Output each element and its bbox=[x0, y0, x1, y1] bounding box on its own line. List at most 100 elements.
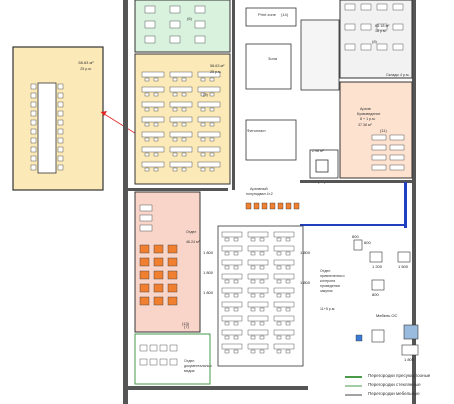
chair bbox=[233, 279, 239, 284]
chair bbox=[224, 307, 230, 312]
chair bbox=[285, 349, 291, 354]
desk bbox=[273, 245, 295, 252]
archive-room-sub2: 8 + 1 р.м. bbox=[360, 117, 376, 121]
chair bbox=[224, 321, 230, 326]
inset-conference-table bbox=[37, 82, 57, 174]
storage-label: Склады 4 р.м. bbox=[386, 73, 409, 77]
chair bbox=[153, 137, 159, 142]
chair bbox=[269, 202, 276, 210]
chair bbox=[172, 137, 178, 142]
desk bbox=[247, 301, 269, 308]
glass-wall bbox=[404, 182, 407, 228]
chair bbox=[276, 279, 282, 284]
chair bbox=[172, 167, 178, 172]
meeting-room-number: (8) bbox=[372, 39, 378, 44]
chair bbox=[285, 307, 291, 312]
desk bbox=[221, 273, 243, 280]
chair bbox=[167, 296, 178, 306]
chair bbox=[250, 335, 256, 340]
chair bbox=[181, 107, 187, 112]
chair bbox=[224, 335, 230, 340]
server-area: 2.98 м² bbox=[312, 149, 324, 153]
chair bbox=[233, 237, 239, 242]
chair bbox=[276, 307, 282, 312]
chair bbox=[172, 77, 178, 82]
chair bbox=[153, 92, 159, 97]
table bbox=[392, 23, 404, 31]
desk bbox=[273, 273, 295, 280]
desk bbox=[221, 259, 243, 266]
corridor-chairs bbox=[245, 202, 300, 210]
training-room-seats: 25 р.м. bbox=[210, 70, 221, 74]
chair bbox=[139, 283, 150, 293]
chair bbox=[139, 244, 150, 254]
chair bbox=[57, 92, 64, 99]
bottom-desks bbox=[139, 344, 178, 366]
chair bbox=[209, 167, 215, 172]
pointer-arrow bbox=[101, 111, 107, 116]
desk bbox=[221, 343, 243, 350]
open-space-sub4: закупок bbox=[320, 289, 333, 293]
table bbox=[194, 20, 206, 29]
chair bbox=[181, 77, 187, 82]
chair bbox=[139, 296, 150, 306]
desk bbox=[273, 259, 295, 266]
archive-room-area: 37.38 м² bbox=[358, 123, 372, 127]
table bbox=[376, 3, 388, 11]
chair bbox=[139, 344, 148, 352]
desk bbox=[169, 116, 193, 123]
desk bbox=[197, 71, 221, 78]
desk bbox=[141, 161, 165, 168]
chair bbox=[276, 237, 282, 242]
bottom-dept-number: (7) bbox=[184, 324, 190, 329]
desk bbox=[371, 154, 387, 161]
desk bbox=[389, 134, 405, 141]
desk bbox=[273, 287, 295, 294]
chair bbox=[200, 122, 206, 127]
chair bbox=[169, 344, 178, 352]
chair bbox=[144, 122, 150, 127]
desk bbox=[169, 161, 193, 168]
chair bbox=[149, 344, 158, 352]
print-zone-label: Print zone bbox=[258, 12, 277, 17]
chair bbox=[200, 107, 206, 112]
chair bbox=[259, 237, 265, 242]
chair bbox=[57, 101, 64, 108]
meeting-room-seats: 18 р.м. bbox=[375, 29, 386, 33]
chair bbox=[276, 265, 282, 270]
pointer-line bbox=[100, 111, 139, 136]
chair bbox=[159, 358, 168, 366]
desk bbox=[371, 144, 387, 151]
chair bbox=[259, 265, 265, 270]
table bbox=[360, 3, 372, 11]
chair bbox=[259, 307, 265, 312]
chair bbox=[285, 251, 291, 256]
bottom-wall bbox=[123, 386, 308, 390]
chair bbox=[181, 92, 187, 97]
side-dim-1: 1 800 bbox=[203, 250, 214, 255]
desk bbox=[273, 301, 295, 308]
chair bbox=[167, 244, 178, 254]
desk bbox=[141, 146, 165, 153]
chair bbox=[30, 119, 37, 126]
chair bbox=[250, 321, 256, 326]
chair bbox=[153, 152, 159, 157]
table bbox=[194, 35, 206, 44]
chair bbox=[172, 122, 178, 127]
chair bbox=[259, 293, 265, 298]
inset-chairs bbox=[30, 83, 64, 171]
archive-zone-sub: полуподвал 4×2 bbox=[246, 192, 273, 196]
chair bbox=[57, 119, 64, 126]
chair bbox=[276, 335, 282, 340]
chair bbox=[253, 202, 260, 210]
desk bbox=[141, 86, 165, 93]
chair bbox=[250, 237, 256, 242]
open-space-sub2: контроля bbox=[320, 279, 335, 283]
chair bbox=[181, 167, 187, 172]
glass-wall-2 bbox=[300, 224, 406, 226]
meeting-room-top-right bbox=[339, 0, 413, 79]
bottom-dept-sub2: медиа bbox=[184, 369, 195, 373]
chair bbox=[159, 344, 168, 352]
hr-room-label: Отдел bbox=[186, 230, 196, 234]
desk bbox=[247, 329, 269, 336]
